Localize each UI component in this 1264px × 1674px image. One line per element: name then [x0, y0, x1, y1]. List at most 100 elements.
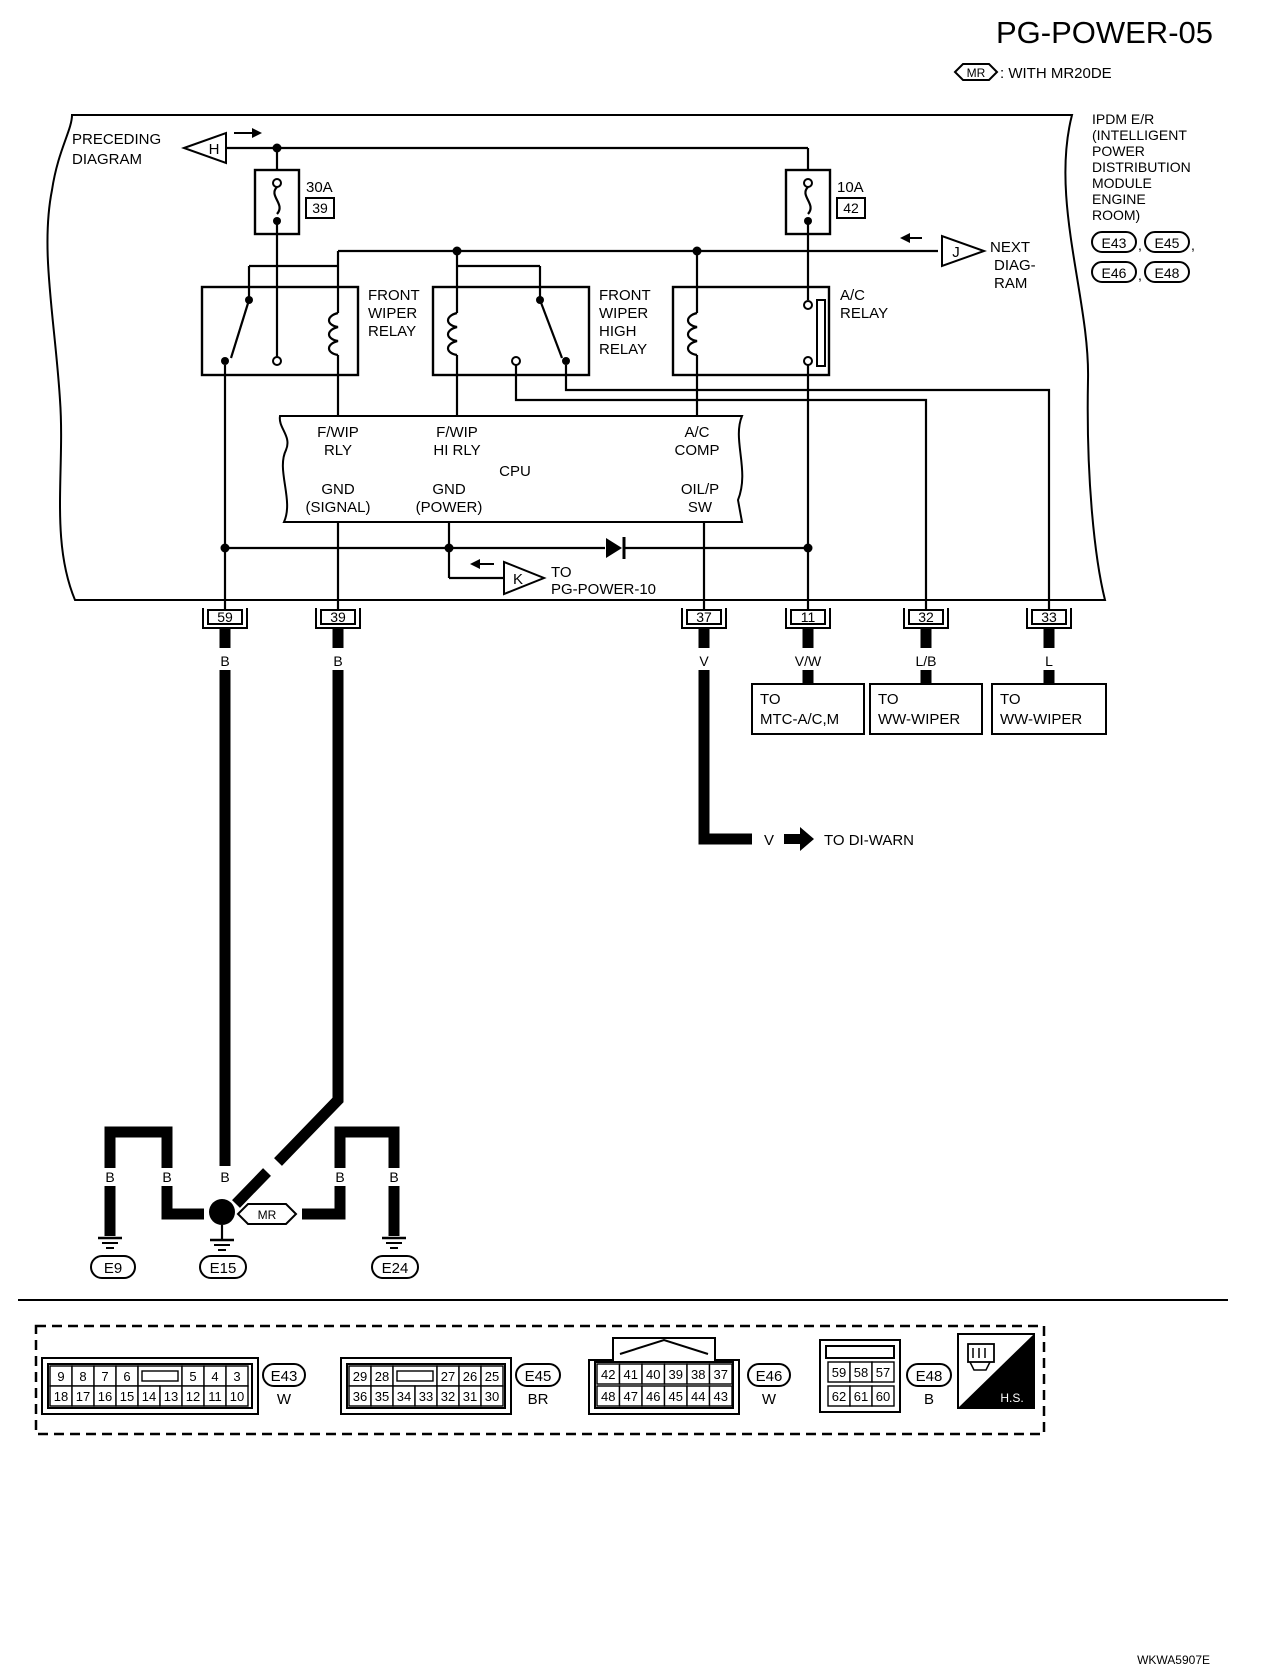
- svg-text:39: 39: [312, 200, 328, 216]
- connector-pin-number: 59: [832, 1365, 846, 1380]
- svg-text:RELAY: RELAY: [368, 323, 416, 340]
- front-wiper-high-relay: FRONT WIPER HIGH RELAY: [431, 251, 651, 377]
- arrow-right-icon: [252, 128, 262, 138]
- svg-text:E48: E48: [916, 1368, 943, 1385]
- ground-e9: E9: [90, 1255, 136, 1279]
- connector-pin-number: 29: [353, 1369, 367, 1384]
- mr-legend: MR : WITH MR20DE: [953, 63, 1112, 82]
- svg-text:GND: GND: [321, 481, 355, 498]
- connector-pin-number: 4: [211, 1369, 218, 1384]
- ipdm-label: IPDM E/R (INTELLIGENT POWER DISTRIBUTION…: [1092, 111, 1191, 223]
- pg-power-10-ref: K TO PG-POWER-10: [449, 559, 656, 598]
- svg-text:TO: TO: [551, 564, 572, 581]
- svg-text:DISTRIBUTION: DISTRIBUTION: [1092, 159, 1191, 175]
- connector-latch: [392, 1365, 438, 1387]
- svg-text:(SIGNAL): (SIGNAL): [305, 499, 370, 516]
- ground-symbol-icon: [210, 1238, 234, 1251]
- svg-text:FRONT: FRONT: [368, 287, 420, 304]
- svg-text:WIPER: WIPER: [368, 305, 417, 322]
- connector-pin: [871, 1361, 895, 1383]
- connector-pin-number: 11: [208, 1389, 222, 1404]
- svg-text:K: K: [513, 571, 523, 588]
- svg-text:V: V: [764, 832, 774, 849]
- connector-pin-number: 9: [57, 1369, 64, 1384]
- connector-views-frame: [34, 1324, 1046, 1436]
- svg-text:39: 39: [330, 609, 346, 625]
- svg-text:E48: E48: [1155, 265, 1180, 281]
- svg-text:E43: E43: [1102, 235, 1127, 251]
- connector-pin-number: 46: [646, 1389, 660, 1404]
- ground-symbol-icon: [98, 1236, 122, 1249]
- svg-text:59: 59: [217, 609, 233, 625]
- connector-pin-number: 8: [79, 1369, 86, 1384]
- destination-mtc-ac: TO MTC-A/C,M: [751, 683, 865, 735]
- svg-text:TO DI-WARN: TO DI-WARN: [824, 832, 914, 849]
- svg-text:B: B: [335, 1169, 344, 1185]
- connector-pin-number: 47: [624, 1389, 638, 1404]
- svg-text:,: ,: [1191, 237, 1195, 253]
- ac-relay: A/C RELAY: [671, 221, 888, 548]
- connector-pin-number: 3: [233, 1369, 240, 1384]
- connector-latch-slot: [141, 1370, 179, 1382]
- connector-pin-number: 61: [854, 1389, 868, 1404]
- connector-pin-number: 7: [101, 1369, 108, 1384]
- svg-text:NEXT: NEXT: [990, 239, 1030, 256]
- svg-text:B: B: [220, 1169, 229, 1185]
- connector-pin-number: 57: [876, 1365, 890, 1380]
- svg-text:SW: SW: [688, 499, 713, 516]
- connector-pin-number: 35: [375, 1389, 389, 1404]
- svg-text:HIGH: HIGH: [599, 323, 637, 340]
- connector-pin: [708, 1363, 733, 1385]
- svg-text:10A: 10A: [837, 179, 864, 196]
- connector-pin-number: 17: [76, 1389, 90, 1404]
- svg-text:11: 11: [801, 609, 816, 625]
- connector-pin-number: 36: [353, 1389, 367, 1404]
- ipdm-outline: [46, 114, 1107, 601]
- svg-text:DIAG-: DIAG-: [994, 257, 1036, 274]
- connector-pin-number: 16: [98, 1389, 112, 1404]
- svg-text:W: W: [762, 1391, 777, 1408]
- connector-pin-number: 25: [485, 1369, 499, 1384]
- svg-text:B: B: [333, 653, 342, 669]
- svg-text:B: B: [924, 1391, 934, 1408]
- connector-pin-number: 42: [601, 1367, 615, 1382]
- next-diagram-ref: J NEXT DIAG- RAM: [900, 233, 1036, 292]
- page-title: PG-POWER-05: [996, 15, 1213, 50]
- ground-mr-tag: MR: [236, 1203, 298, 1225]
- svg-text:ENGINE: ENGINE: [1092, 191, 1146, 207]
- connector-pin-number: 40: [646, 1367, 660, 1382]
- connector-pin: [871, 1385, 895, 1407]
- svg-text:HI RLY: HI RLY: [433, 442, 480, 459]
- figure-code: WKWA5907E: [1137, 1653, 1210, 1667]
- svg-text:37: 37: [696, 609, 712, 625]
- svg-text:RELAY: RELAY: [599, 341, 647, 358]
- marker-j-icon: [941, 234, 987, 268]
- connector-pin-number: 28: [375, 1369, 389, 1384]
- svg-text:A/C: A/C: [840, 287, 865, 304]
- destination-ww-wiper-1: TO WW-WIPER: [869, 683, 983, 735]
- svg-text:MR: MR: [258, 1208, 277, 1222]
- connector-pin-number: 26: [463, 1369, 477, 1384]
- connector-pin-number: 34: [397, 1389, 411, 1404]
- connector-pin-number: 45: [669, 1389, 683, 1404]
- svg-text:E46: E46: [756, 1368, 783, 1385]
- terminal-32: 32 L/B: [903, 608, 949, 669]
- arrow-left-icon: [470, 559, 480, 569]
- hs-badge: H.S.: [957, 1333, 1035, 1409]
- svg-text:GND: GND: [432, 481, 466, 498]
- connector-pin-number: 14: [142, 1389, 156, 1404]
- connector-pin-number: 5: [189, 1369, 196, 1384]
- svg-text:E9: E9: [104, 1260, 122, 1277]
- connector-pin-number: 12: [186, 1389, 200, 1404]
- svg-text:33: 33: [1041, 609, 1057, 625]
- connector-pin-number: 33: [419, 1389, 433, 1404]
- svg-text:H.S.: H.S.: [1000, 1391, 1023, 1405]
- marker-h-icon: [181, 131, 227, 165]
- arrow-left-icon: [900, 233, 910, 243]
- connector-pin: [708, 1385, 733, 1407]
- connector-hand-icon: [967, 1343, 995, 1371]
